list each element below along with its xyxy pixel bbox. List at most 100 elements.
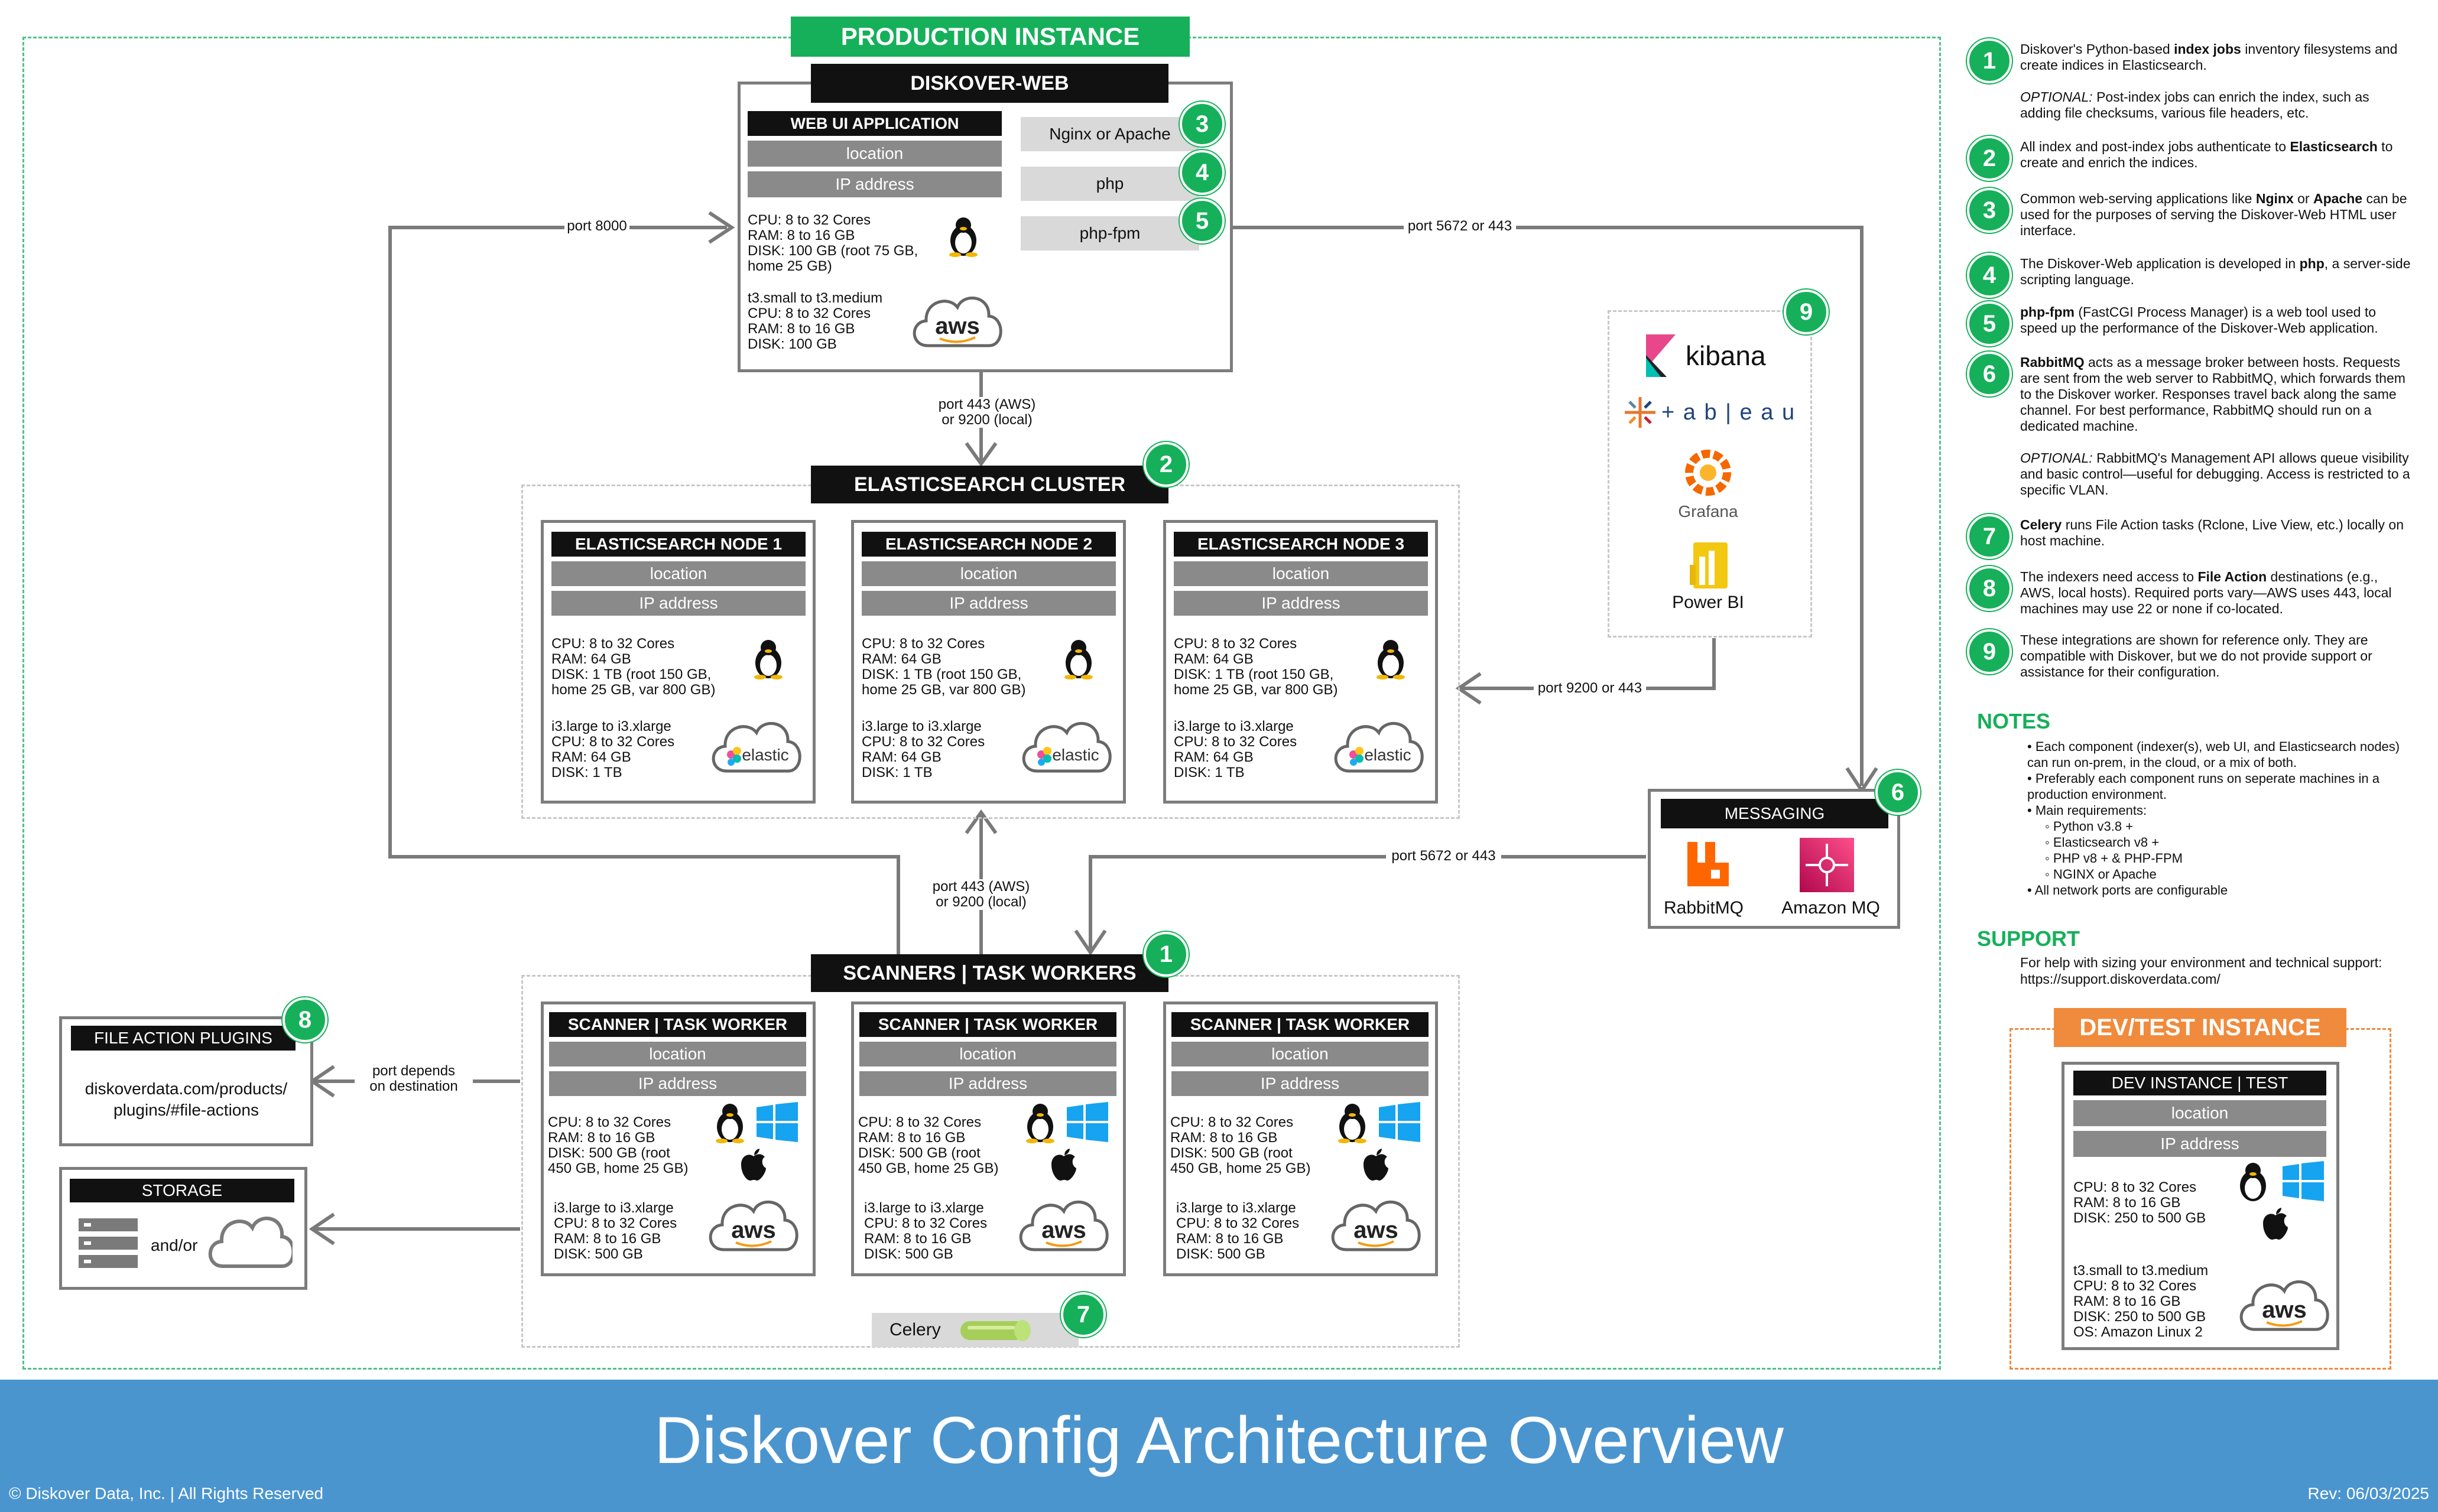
svg-text:aws: aws <box>1041 1217 1086 1243</box>
legend-text: php-fpm (FastCGI Process Manager) is a w… <box>2020 304 2378 336</box>
scanners-title: SCANNERS | TASK WORKERS <box>811 954 1168 992</box>
celery-label: Celery <box>890 1320 941 1339</box>
linux-icon <box>1061 638 1096 682</box>
windows-icon <box>1379 1102 1420 1145</box>
php-fpm: php-fpm <box>1021 216 1199 251</box>
scanner-spec: CPU: 8 to 32 Cores RAM: 8 to 16 GB DISK:… <box>858 1114 999 1176</box>
windows-icon <box>1067 1102 1108 1145</box>
svg-text:elastic: elastic <box>742 746 788 764</box>
arrow-port-8000 <box>388 226 900 975</box>
scanner-ip: IP address <box>859 1071 1116 1096</box>
diskover-web-title: DISKOVER-WEB <box>811 64 1168 103</box>
aws-cloud-icon: aws <box>907 287 1008 355</box>
es-node-spec: CPU: 8 to 32 Cores RAM: 64 GB DISK: 1 TB… <box>862 636 1026 698</box>
web-ui-app-title: WEB UI APPLICATION <box>748 111 1002 136</box>
port-443-web-label: port 443 (AWS) or 9200 (local) <box>934 397 1040 428</box>
es-node-cloud-spec: i3.large to i3.xlarge CPU: 8 to 32 Cores… <box>551 718 675 781</box>
port-depends-label: port depends on destination <box>355 1064 473 1094</box>
legend-text: Celery runs File Action tasks (Rclone, L… <box>2020 517 2404 548</box>
scanner-title: SCANNER | TASK WORKER <box>859 1012 1116 1037</box>
scanner-ip: IP address <box>1171 1071 1429 1096</box>
celery-box: Celery <box>872 1313 1079 1347</box>
celery-icon <box>960 1320 1031 1341</box>
legend-badge: 8 <box>1967 566 2012 611</box>
dev-ip: IP address <box>2073 1131 2326 1157</box>
legend-badge: 7 <box>1967 514 2012 559</box>
legend-text: RabbitMQ acts as a message broker betwee… <box>2020 355 2410 498</box>
scanner-cloud-spec: i3.large to i3.xlarge CPU: 8 to 32 Cores… <box>554 1200 677 1262</box>
dev-windows-icon <box>2283 1161 2324 1204</box>
dev-title: DEV INSTANCE | TEST <box>2073 1071 2326 1095</box>
scanner-title: SCANNER | TASK WORKER <box>549 1012 806 1037</box>
storage-andor: and/or <box>151 1236 198 1254</box>
aws-cloud-icon: aws <box>1014 1191 1114 1261</box>
scanner-cloud-spec: i3.large to i3.xlarge CPU: 8 to 32 Cores… <box>1176 1200 1300 1262</box>
scanner-spec: CPU: 8 to 32 Cores RAM: 8 to 16 GB DISK:… <box>548 1114 689 1176</box>
linux-icon <box>946 216 981 260</box>
storage-title: STORAGE <box>70 1179 294 1202</box>
port-5672-top-label: port 5672 or 443 <box>1404 219 1516 234</box>
devtest-title: DEV/TEST INSTANCE <box>2054 1008 2346 1047</box>
grafana-logo: Grafana <box>1667 446 1749 523</box>
linux-icon <box>712 1102 748 1146</box>
tableau-text: + a b | e a u <box>1661 400 1796 425</box>
linux-icon <box>1335 1102 1370 1146</box>
svg-text:aws: aws <box>2262 1297 2307 1323</box>
badge-9: 9 <box>1784 290 1829 334</box>
note-item: ◦ Python v3.8 + <box>2045 819 2134 834</box>
es-node-location: location <box>862 561 1116 586</box>
grafana-text: Grafana <box>1678 502 1738 521</box>
note-item: • Main requirements: <box>2027 803 2147 818</box>
es-node-title: ELASTICSEARCH NODE 3 <box>1174 532 1428 557</box>
web-spec-linux: CPU: 8 to 32 Cores RAM: 8 to 16 GB DISK:… <box>748 212 918 274</box>
note-item: ◦ Elasticsearch v8 + <box>2045 835 2160 850</box>
legend-badge: 2 <box>1967 136 2012 181</box>
svg-text:elastic: elastic <box>1052 746 1099 764</box>
copyright: © Diskover Data, Inc. | All Rights Reser… <box>9 1484 324 1503</box>
elastic-cloud-icon: elastic <box>1017 712 1117 783</box>
web-location: location <box>748 141 1002 167</box>
svg-text:elastic: elastic <box>1364 746 1411 764</box>
dev-spec-aws: t3.small to t3.medium CPU: 8 to 32 Cores… <box>2073 1263 2209 1340</box>
linux-icon <box>1022 1102 1058 1146</box>
dev-location: location <box>2073 1100 2326 1126</box>
legend-badge: 1 <box>1967 38 2012 83</box>
badge-8: 8 <box>283 997 327 1042</box>
note-item: • Preferably each component runs on sepe… <box>2027 771 2379 802</box>
svg-text:aws: aws <box>731 1217 776 1243</box>
legend-badge: 6 <box>1967 352 2012 396</box>
legend-text: The Diskover-Web application is develope… <box>2020 256 2411 287</box>
badge-6: 6 <box>1875 770 1920 815</box>
port-8000-label: port 8000 <box>564 219 629 234</box>
apple-icon <box>1361 1148 1391 1184</box>
linux-icon <box>751 638 786 682</box>
rabbitmq-label: RabbitMQ <box>1663 898 1744 918</box>
badge-5: 5 <box>1180 199 1225 243</box>
es-cluster-title: ELASTICSEARCH CLUSTER <box>811 466 1168 503</box>
messaging-title: MESSAGING <box>1661 799 1888 828</box>
revision: Rev: 06/03/2025 <box>2307 1484 2430 1503</box>
dev-apple-icon <box>2261 1207 2290 1243</box>
legend-text: Common web-serving applications like Ngi… <box>2020 191 2407 238</box>
apple-icon <box>739 1148 768 1184</box>
elastic-cloud-icon: elastic <box>1329 712 1429 783</box>
apple-icon <box>1049 1148 1079 1184</box>
production-title: PRODUCTION INSTANCE <box>791 17 1190 57</box>
kibana-text: kibana <box>1686 340 1766 371</box>
scanner-spec: CPU: 8 to 32 Cores RAM: 8 to 16 GB DISK:… <box>1170 1114 1311 1176</box>
scanner-location: location <box>1171 1042 1429 1066</box>
plugins-title: FILE ACTION PLUGINS <box>71 1026 296 1051</box>
plugins-link[interactable]: diskoverdata.com/products/ plugins/#file… <box>85 1079 288 1119</box>
scanner-ip: IP address <box>549 1071 806 1096</box>
legend-text: These integrations are shown for referen… <box>2020 632 2372 679</box>
rabbitmq-icon <box>1684 839 1732 886</box>
scanner-location: location <box>859 1042 1116 1066</box>
note-item: • All network ports are configurable <box>2027 883 2228 898</box>
support-text: For help with sizing your environment an… <box>2020 955 2382 987</box>
aws-cloud-icon: aws <box>703 1191 804 1261</box>
kibana-logo: kibana <box>1643 334 1797 377</box>
footer-title: Diskover Config Architecture Overview <box>654 1403 1784 1477</box>
svg-text:aws: aws <box>935 313 980 339</box>
es-node-location: location <box>1174 561 1428 586</box>
legend-text: The indexers need access to File Action … <box>2020 569 2392 616</box>
